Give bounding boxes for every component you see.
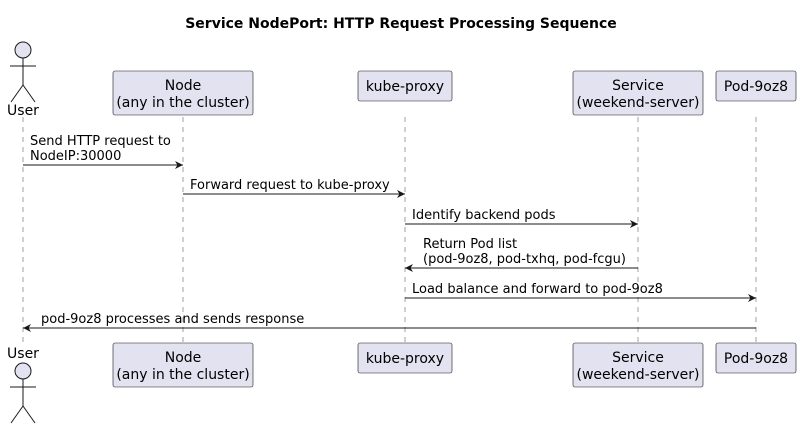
actor-head bbox=[14, 41, 32, 59]
participant-pod-bottom: Pod-9oz8 bbox=[715, 342, 797, 374]
participant-box bbox=[112, 70, 254, 116]
participant-service-top: Service(weekend-server) bbox=[572, 70, 704, 116]
message-label: Forward request to kube-proxy bbox=[190, 178, 390, 193]
participant-label-user-top: User bbox=[7, 103, 39, 119]
message-3: Identify backend pods bbox=[405, 208, 638, 228]
participant-node-top: Node(any in the cluster) bbox=[112, 70, 254, 116]
participant-label: Pod-9oz8 bbox=[724, 79, 788, 95]
message-2: Forward request to kube-proxy bbox=[183, 178, 405, 198]
participant-pod-top: Pod-9oz8 bbox=[715, 70, 797, 102]
participant-label-user-bottom: User bbox=[7, 346, 39, 362]
participants-bottom: User Node(any in the cluster) kube-proxy Se… bbox=[7, 342, 797, 424]
participant-label: kube-proxy bbox=[366, 351, 444, 367]
participant-label: (weekend-server) bbox=[577, 95, 700, 111]
participant-box bbox=[715, 70, 797, 102]
message-label: Return Pod list bbox=[423, 237, 517, 252]
actor-leg-right bbox=[22, 405, 36, 424]
participant-label: Service bbox=[612, 350, 664, 366]
message-6: pod-9oz8 processes and sends response bbox=[23, 312, 756, 332]
participant-box bbox=[357, 342, 453, 374]
message-label: Load balance and forward to pod-9oz8 bbox=[412, 282, 663, 297]
actor-leg-right bbox=[22, 84, 36, 103]
participant-label: (any in the cluster) bbox=[116, 95, 249, 111]
participant-label: (any in the cluster) bbox=[116, 367, 249, 383]
participant-label: (weekend-server) bbox=[577, 367, 700, 383]
message-5: Load balance and forward to pod-9oz8 bbox=[405, 282, 756, 302]
participant-box bbox=[112, 342, 254, 388]
participant-label: kube-proxy bbox=[366, 79, 444, 95]
actor-leg-left bbox=[10, 405, 24, 424]
message-label: (pod-9oz8, pod-txhq, pod-fcgu) bbox=[423, 252, 626, 267]
participant-box bbox=[715, 342, 797, 374]
actor-figure-bottom bbox=[10, 362, 36, 424]
participant-kube-proxy-top: kube-proxy bbox=[357, 70, 453, 102]
participant-label: Pod-9oz8 bbox=[724, 351, 788, 367]
actor-figure-top bbox=[10, 41, 36, 103]
participant-box bbox=[572, 342, 704, 388]
message-label: Identify backend pods bbox=[412, 208, 556, 223]
participant-box bbox=[357, 70, 453, 102]
participant-service-bottom: Service(weekend-server) bbox=[572, 342, 704, 388]
participants-top: User Node(any in the cluster) kube-proxy Se… bbox=[7, 41, 797, 119]
participant-label: Node bbox=[165, 350, 202, 366]
message-label: pod-9oz8 processes and sends response bbox=[41, 312, 304, 327]
actor-head bbox=[14, 362, 32, 380]
participant-node-bottom: Node(any in the cluster) bbox=[112, 342, 254, 388]
participant-label: Service bbox=[612, 78, 664, 94]
participant-box bbox=[572, 70, 704, 116]
message-label: NodeIP:30000 bbox=[30, 149, 121, 164]
diagram-title: Service NodePort: HTTP Request Processin… bbox=[185, 16, 617, 32]
messages: Send HTTP request toNodeIP:30000Forward … bbox=[23, 134, 756, 332]
actor-leg-left bbox=[10, 84, 24, 103]
message-label: Send HTTP request to bbox=[30, 134, 171, 149]
participant-label: Node bbox=[165, 78, 202, 94]
message-4: Return Pod list(pod-9oz8, pod-txhq, pod-… bbox=[405, 237, 638, 272]
participant-kube-proxy-bottom: kube-proxy bbox=[357, 342, 453, 374]
lifelines bbox=[22, 117, 757, 343]
